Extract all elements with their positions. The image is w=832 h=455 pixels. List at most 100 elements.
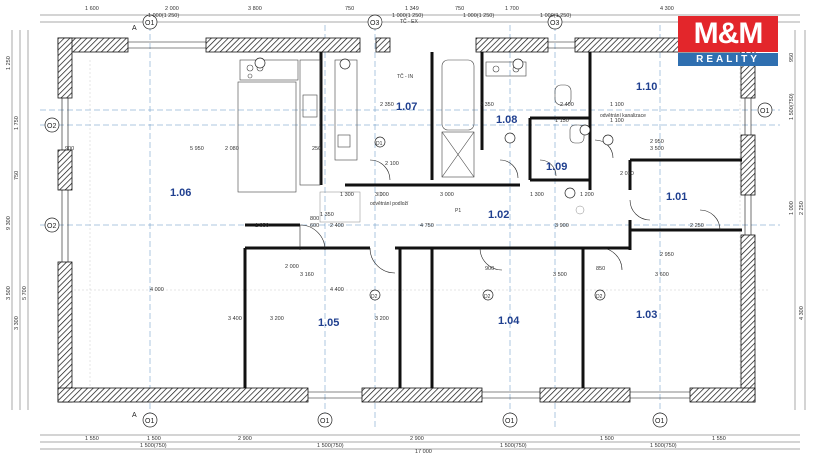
axis-label-a-bottom: A bbox=[132, 412, 137, 419]
axis-label-o3-top-a: O3 bbox=[370, 20, 379, 27]
axis-label-o2-left-a: O2 bbox=[47, 123, 56, 130]
dimension-label: 750 bbox=[345, 6, 354, 12]
dimension-label: 1 550 bbox=[85, 436, 99, 442]
dimension-label: 750 bbox=[455, 6, 464, 12]
dimension-label: 4 300 bbox=[660, 6, 674, 12]
dimension-label: 2 950 bbox=[650, 139, 664, 145]
dimension-label: 1 600 bbox=[85, 6, 99, 12]
dimension-label: 1 500(750) bbox=[650, 443, 677, 449]
dimension-label: 1 100 bbox=[610, 102, 624, 108]
door-tag-d2-b: D2 bbox=[484, 294, 491, 300]
axis-label-a-top: A bbox=[132, 25, 137, 32]
dimension-label: 3 500 bbox=[650, 146, 664, 152]
door-tag-d1-a: D1 bbox=[376, 141, 383, 147]
annotation-tc-ex: TČ - EX bbox=[400, 18, 418, 25]
dimension-label: 17 000 bbox=[415, 449, 432, 455]
dimension-label: 3 000 bbox=[375, 192, 389, 198]
dimension-label: 1 300 bbox=[530, 192, 544, 198]
room-label-1-03: 1.03 bbox=[636, 309, 657, 321]
dimension-label: 1 500(750) bbox=[789, 93, 795, 120]
dimension-label: 3 600 bbox=[655, 272, 669, 278]
windows bbox=[61, 41, 752, 399]
dimension-label: 1 000(1 250) bbox=[392, 13, 423, 19]
axis-label-o2-left-b: O2 bbox=[47, 223, 56, 230]
dimension-label: 250 bbox=[312, 146, 321, 152]
dimension-label: 950 bbox=[789, 53, 795, 62]
dimension-label: 1 000(1 250) bbox=[540, 13, 571, 19]
dimension-label: 2 950 bbox=[660, 252, 674, 258]
dimension-label: 1 150 bbox=[555, 118, 569, 124]
room-label-1-04: 1.04 bbox=[498, 315, 520, 327]
dimension-label: 1 300 bbox=[340, 192, 354, 198]
dimension-label: 1 500(750) bbox=[500, 443, 527, 449]
room-label-1-09: 1.09 bbox=[546, 161, 567, 173]
axis-label-o1-bottom-d: O1 bbox=[655, 418, 664, 425]
dimension-label: 1 500 bbox=[600, 436, 614, 442]
axis-markers bbox=[44, 14, 773, 428]
dimension-label: 1 500(750) bbox=[317, 443, 344, 449]
dimension-label: 4 750 bbox=[420, 223, 434, 229]
dimension-label: 3 000 bbox=[440, 192, 454, 198]
annotation-odvetrani-kanalizace: odvětrání kanalizace bbox=[600, 113, 646, 119]
axis-label-o1-bottom-c: O1 bbox=[505, 418, 514, 425]
dimension-label: 1 250 bbox=[6, 56, 12, 70]
dimension-label: 2 400 bbox=[560, 102, 574, 108]
dimension-label: 850 bbox=[596, 266, 605, 272]
dimension-label: 2 400 bbox=[330, 223, 344, 229]
dimension-label: 600 bbox=[310, 223, 319, 229]
room-label-1-01: 1.01 bbox=[666, 191, 687, 203]
exterior-walls bbox=[57, 37, 756, 403]
dimension-label: 2 900 bbox=[410, 436, 424, 442]
dimension-label: 4 000 bbox=[150, 287, 164, 293]
room-label-1-08: 1.08 bbox=[496, 114, 517, 126]
dimension-label: 3 200 bbox=[270, 316, 284, 322]
axis-label-o1-bottom-b: O1 bbox=[320, 418, 329, 425]
door-tag-d2-c: D2 bbox=[596, 294, 603, 300]
dimension-label: 750 bbox=[14, 171, 20, 180]
dimension-label: 3 200 bbox=[375, 316, 389, 322]
dimension-label: 1 550 bbox=[712, 436, 726, 442]
dimension-label: 1 350 bbox=[320, 212, 334, 218]
dimension-label: 1 750 bbox=[14, 116, 20, 130]
dimension-label: 1 000(1 250) bbox=[463, 13, 494, 19]
axis-label-o1-top-a: O1 bbox=[145, 20, 154, 27]
dimension-label: 2 010 bbox=[620, 171, 634, 177]
dimension-label: 2 080 bbox=[225, 146, 239, 152]
dimension-lines bbox=[11, 14, 806, 450]
dimension-label: 3 500 bbox=[553, 272, 567, 278]
interior-walls bbox=[243, 52, 742, 388]
dimension-label: 9 300 bbox=[6, 216, 12, 230]
dimension-label: 3 900 bbox=[555, 223, 569, 229]
dimension-label: 2 350 bbox=[480, 102, 494, 108]
logo-reality-text: REALITY bbox=[678, 53, 778, 66]
dimension-label: 2 900 bbox=[238, 436, 252, 442]
dimension-label: 1 000(1 250) bbox=[148, 13, 179, 19]
mm-reality-logo: M&M REALITY bbox=[678, 16, 778, 68]
room-label-1-10: 1.10 bbox=[636, 81, 657, 93]
dimension-label: 3 500 bbox=[6, 286, 12, 300]
dimension-label: 1 700 bbox=[505, 6, 519, 12]
bathroom-fixtures bbox=[441, 59, 585, 178]
room-label-1-07: 1.07 bbox=[396, 101, 417, 113]
dimension-label: 4 300 bbox=[799, 306, 805, 320]
axis-label-o1-right: O1 bbox=[760, 108, 769, 115]
dimension-label: 3 400 bbox=[228, 316, 242, 322]
dimension-label: 1 950 bbox=[255, 223, 269, 229]
axis-label-o1-bottom-a: O1 bbox=[145, 418, 154, 425]
dimension-label: 2 000 bbox=[165, 6, 179, 12]
dimension-label: 1 500 bbox=[147, 436, 161, 442]
dimension-label: 1 500(750) bbox=[140, 443, 167, 449]
logo-mm-text: M&M bbox=[678, 16, 778, 52]
room-label-1-06: 1.06 bbox=[170, 187, 191, 199]
annotation-p1: P1 bbox=[455, 208, 461, 214]
dimension-label: 1 100 bbox=[610, 118, 624, 124]
dimension-label: 1 349 bbox=[405, 6, 419, 12]
dimension-label: 2 350 bbox=[380, 102, 394, 108]
dimension-label: 3 300 bbox=[14, 316, 20, 330]
